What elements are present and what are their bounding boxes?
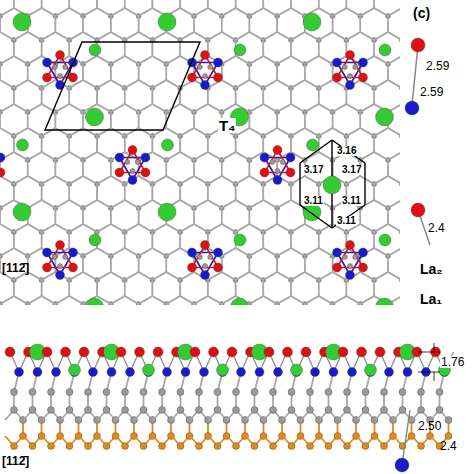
atom-label: La₂: [420, 262, 443, 276]
bond-length: 2.4: [440, 440, 457, 452]
distance-value: 3.11: [341, 196, 362, 206]
dimension-value: 1.76: [440, 356, 465, 368]
bond-length: 2.59: [420, 86, 443, 98]
bond-length: 2.4: [428, 222, 445, 234]
side-panel: [395, 38, 430, 472]
atom-label: La₁: [420, 292, 442, 306]
direction-label: [112̄]: [2, 262, 29, 274]
distance-value: 3.17: [341, 165, 362, 175]
distance-value: 3.11: [303, 196, 324, 206]
site-label: T₄: [218, 118, 236, 133]
side-view: [5, 343, 454, 450]
distance-value: 3.17: [303, 165, 324, 175]
distance-value: 3.16: [336, 146, 357, 156]
direction-label: [112̄]: [2, 455, 29, 467]
panel-label: (c): [413, 6, 430, 20]
bond-length: 2.50: [418, 420, 441, 432]
distance-value: 3.11: [336, 216, 357, 226]
bond-length: 2.59: [426, 60, 449, 72]
top-view: [0, 0, 400, 305]
